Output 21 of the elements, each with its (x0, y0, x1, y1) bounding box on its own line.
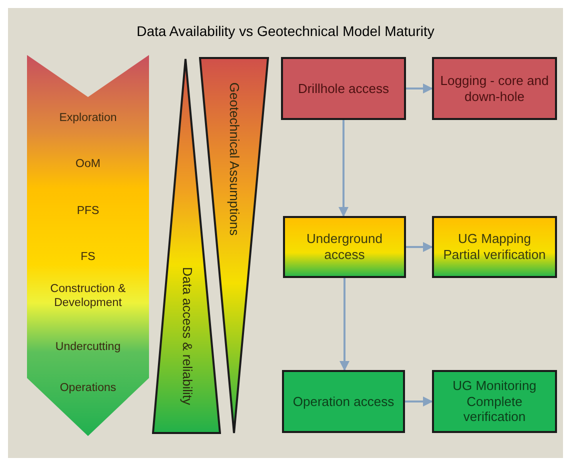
process-box: Logging - core and down-hole (432, 57, 557, 120)
process-box: UG Mapping Partial verification (432, 216, 557, 278)
stage-label: Construction & Development (49, 282, 127, 311)
process-box: Drillhole access (281, 57, 406, 120)
stage-label: FS (80, 250, 96, 264)
process-box: Operation access (282, 370, 405, 433)
process-box: UG Monitoring Complete verification (432, 370, 557, 433)
stage-label: Operations (60, 381, 116, 396)
triangle-label: Data access & reliability (178, 267, 196, 406)
process-box: Underground access (283, 216, 406, 278)
stage-label: Exploration (59, 111, 117, 126)
arrow (406, 242, 433, 252)
arrow (340, 278, 350, 371)
stage-label: Undercutting (55, 340, 121, 354)
stage-label: OoM (76, 157, 100, 172)
arrow (406, 84, 433, 94)
triangle-label: Geotechnical Assumptions (226, 82, 243, 236)
arrow (405, 396, 433, 406)
diagram-title: Data Availability vs Geotechnical Model Maturity (136, 23, 434, 39)
arrow (338, 120, 348, 217)
stage-label: PFS (76, 204, 100, 218)
